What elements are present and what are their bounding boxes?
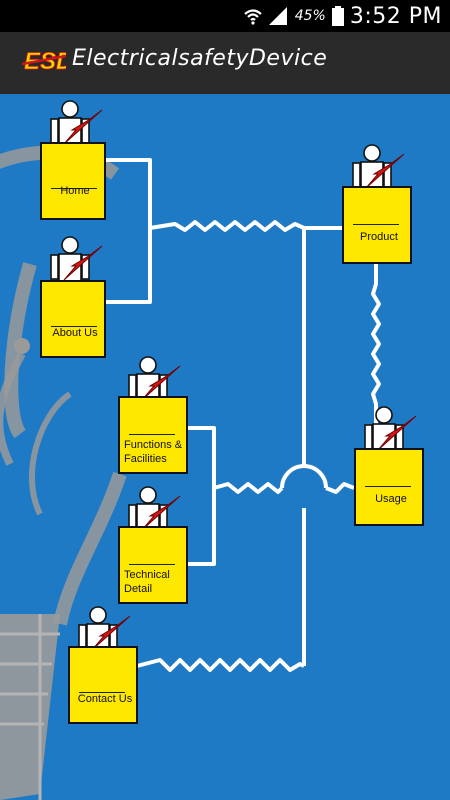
app-bar: ESD ElectricalsafetyDevice xyxy=(0,32,450,96)
technical-detail-button[interactable]: Technical Detail xyxy=(118,486,188,604)
contact-us-label: Contact Us xyxy=(77,693,133,705)
contact-us-button[interactable]: Contact Us xyxy=(68,606,138,724)
home-button[interactable]: Home xyxy=(40,100,108,220)
functions-label-line1: Functions & xyxy=(124,439,183,451)
technical-label-line2: Detail xyxy=(124,583,153,595)
esd-logo: ESD xyxy=(22,48,66,75)
battery-percent: 45% xyxy=(294,8,326,24)
circuit-wires xyxy=(106,158,381,672)
functions-facilities-button[interactable]: Functions & Facilities xyxy=(118,356,188,474)
safety-person-icon xyxy=(352,144,405,214)
functions-label-line2: Facilities xyxy=(124,453,167,465)
signal-icon xyxy=(268,7,287,25)
main-canvas: Home About Us Functions & Facilities Tec… xyxy=(0,94,450,800)
usage-label: Usage xyxy=(375,493,407,505)
clock: 3:52 PM xyxy=(349,3,442,29)
technical-detail-label: Technical Detail xyxy=(120,568,190,596)
about-us-label: About Us xyxy=(52,327,98,339)
product-button[interactable]: Product xyxy=(342,144,412,264)
app-title: ElectricalsafetyDevice xyxy=(72,46,328,71)
usage-button[interactable]: Usage xyxy=(354,406,424,526)
svg-text:ESD: ESD xyxy=(24,48,66,75)
wifi-icon xyxy=(243,9,262,25)
status-bar: 45% 3:52 PM xyxy=(0,0,450,32)
product-label: Product xyxy=(360,231,398,243)
about-us-button[interactable]: About Us xyxy=(40,236,108,358)
functions-facilities-label: Functions & Facilities xyxy=(120,438,190,466)
home-label: Home xyxy=(60,185,90,197)
technical-label-line1: Technical xyxy=(124,569,170,581)
battery-icon xyxy=(331,6,344,26)
